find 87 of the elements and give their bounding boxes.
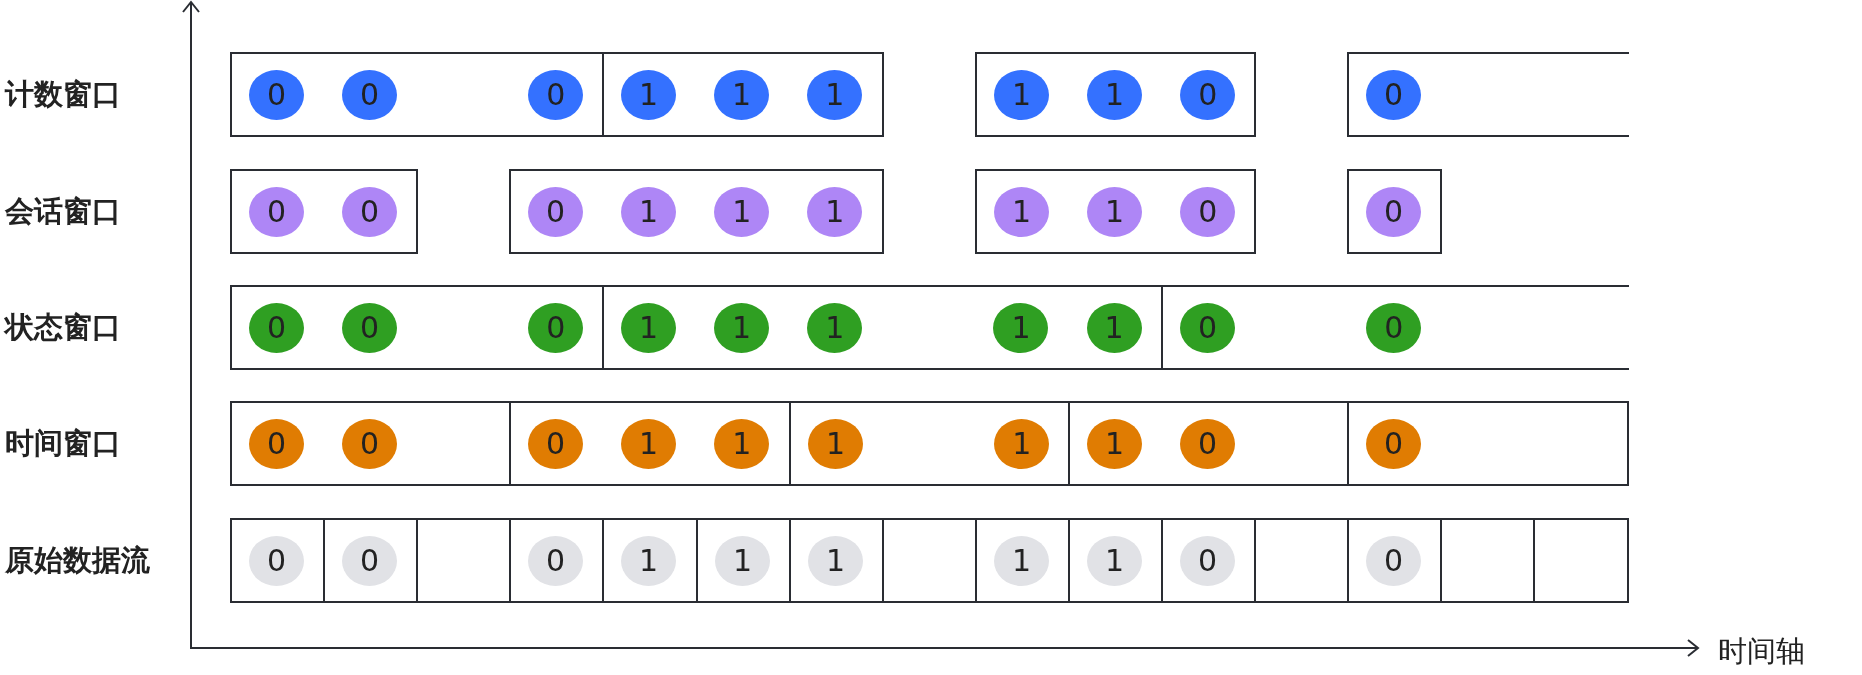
data-point-circle: 0 bbox=[528, 418, 584, 469]
stream-cell bbox=[418, 518, 511, 603]
stream-cell bbox=[325, 518, 418, 603]
data-point-circle: 1 bbox=[1087, 69, 1143, 120]
window-box bbox=[509, 401, 791, 486]
data-point-circle: 0 bbox=[1180, 302, 1236, 353]
data-point-circle: 0 bbox=[1366, 418, 1422, 469]
data-point-circle: 1 bbox=[714, 418, 770, 469]
data-point-circle: 1 bbox=[808, 535, 864, 586]
row-label: 状态窗口 bbox=[3, 309, 122, 344]
stream-cell bbox=[791, 518, 884, 603]
data-point-circle: 1 bbox=[807, 69, 863, 120]
window-box bbox=[230, 401, 511, 486]
data-point-circle: 1 bbox=[621, 418, 677, 469]
window-box bbox=[230, 285, 604, 370]
data-point-circle: 1 bbox=[807, 302, 863, 353]
data-point-circle: 0 bbox=[528, 302, 584, 353]
row-label: 会话窗口 bbox=[4, 193, 122, 228]
stream-cell bbox=[1256, 518, 1349, 603]
row-label: 原始数据流 bbox=[4, 542, 151, 577]
data-point-circle: 0 bbox=[342, 418, 398, 469]
stream-cell bbox=[604, 518, 698, 603]
stream-cell bbox=[1442, 518, 1535, 603]
data-point-circle: 0 bbox=[249, 418, 305, 469]
data-point-circle: 0 bbox=[528, 186, 584, 237]
window-box bbox=[230, 52, 604, 137]
data-point-circle: 0 bbox=[249, 535, 305, 586]
data-point-circle: 0 bbox=[528, 535, 584, 586]
data-point-circle: 1 bbox=[621, 69, 677, 120]
stream-cell bbox=[1349, 518, 1442, 603]
data-point-circle: 0 bbox=[1180, 69, 1236, 120]
data-point-circle: 0 bbox=[342, 69, 398, 120]
stream-cell bbox=[230, 518, 325, 603]
stream-cell bbox=[1070, 518, 1163, 603]
data-point-circle: 0 bbox=[249, 186, 305, 237]
data-point-circle: 0 bbox=[1366, 186, 1422, 237]
data-point-circle: 0 bbox=[249, 69, 305, 120]
data-point-circle: 1 bbox=[1087, 535, 1143, 586]
data-point-circle: 1 bbox=[807, 186, 863, 237]
row-label: 时间窗口 bbox=[4, 425, 122, 460]
window-box bbox=[1161, 285, 1629, 370]
window-box bbox=[602, 52, 884, 137]
window-box bbox=[975, 52, 1256, 137]
window-box bbox=[230, 169, 418, 254]
window-box bbox=[1347, 52, 1629, 137]
data-point-circle: 0 bbox=[528, 69, 584, 120]
data-point-circle: 1 bbox=[993, 302, 1049, 353]
data-point-circle: 1 bbox=[621, 186, 677, 237]
data-point-circle: 0 bbox=[1180, 535, 1236, 586]
data-point-circle: 0 bbox=[1366, 535, 1422, 586]
stream-cell bbox=[511, 518, 604, 603]
data-point-circle: 1 bbox=[714, 302, 770, 353]
data-point-circle: 0 bbox=[342, 302, 398, 353]
data-point-circle: 1 bbox=[808, 418, 864, 469]
stream-cell bbox=[884, 518, 977, 603]
data-point-circle: 1 bbox=[714, 69, 770, 120]
data-point-circle: 1 bbox=[994, 535, 1050, 586]
data-point-circle: 1 bbox=[994, 186, 1050, 237]
data-point-circle: 0 bbox=[1180, 418, 1236, 469]
data-point-circle: 0 bbox=[342, 186, 398, 237]
window-box bbox=[975, 169, 1256, 254]
row-label: 计数窗口 bbox=[3, 76, 122, 111]
data-point-circle: 1 bbox=[621, 535, 677, 586]
stream-cell bbox=[1535, 518, 1629, 603]
stream-cell bbox=[698, 518, 791, 603]
window-box bbox=[1347, 169, 1442, 254]
window-box bbox=[1068, 401, 1349, 486]
data-point-circle: 1 bbox=[715, 535, 771, 586]
data-point-circle: 0 bbox=[1180, 186, 1236, 237]
window-box bbox=[1347, 401, 1629, 486]
window-box bbox=[789, 401, 1070, 486]
stream-cell bbox=[977, 518, 1070, 603]
window-box bbox=[509, 169, 884, 254]
axis-label: 时间轴 bbox=[1717, 634, 1806, 668]
data-point-circle: 1 bbox=[994, 418, 1050, 469]
data-point-circle: 0 bbox=[342, 535, 398, 586]
data-point-circle: 1 bbox=[994, 69, 1050, 120]
data-point-circle: 0 bbox=[1366, 69, 1422, 120]
data-point-circle: 1 bbox=[714, 186, 770, 237]
window-box bbox=[602, 285, 1163, 370]
data-point-circle: 1 bbox=[1087, 418, 1143, 469]
data-point-circle: 1 bbox=[1087, 186, 1143, 237]
data-point-circle: 0 bbox=[1366, 302, 1422, 353]
data-point-circle: 1 bbox=[1086, 302, 1142, 353]
stream-cell bbox=[1163, 518, 1256, 603]
data-point-circle: 1 bbox=[621, 302, 677, 353]
data-point-circle: 0 bbox=[249, 302, 305, 353]
